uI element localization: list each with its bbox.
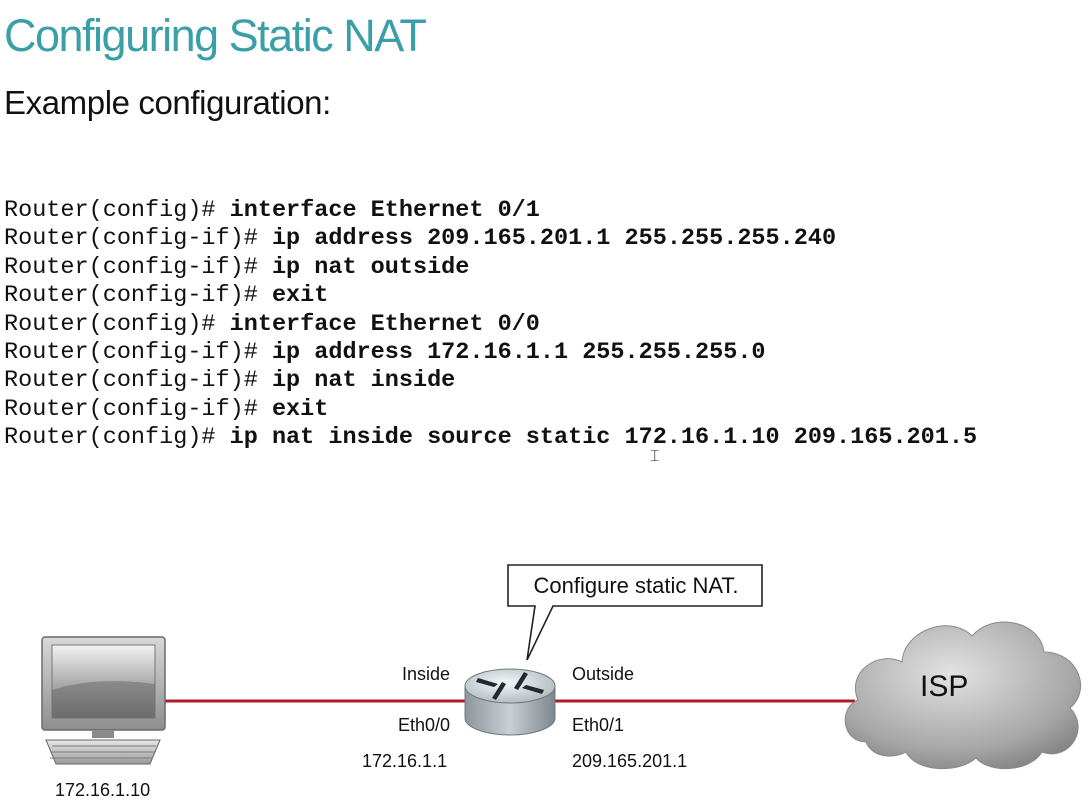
cli-command: ip address 209.165.201.1 255.255.255.240 <box>271 225 837 253</box>
cli-command: ip nat inside source static 172.16.1.10 … <box>229 424 978 452</box>
desktop-computer-icon <box>41 636 166 765</box>
isp-label: ISP <box>920 670 969 703</box>
inside-interface-label: Eth0/0 <box>398 715 451 735</box>
slide-title: Configuring Static NAT <box>4 10 427 61</box>
cli-prompt: Router(config)# <box>4 424 230 452</box>
cli-line: Router(config-if)# exit <box>4 282 977 310</box>
cli-prompt: Router(config-if)# <box>4 338 272 366</box>
cli-line: Router(config)# interface Ethernet 0/1 <box>4 197 977 225</box>
cli-prompt: Router(config)# <box>4 197 230 224</box>
inside-label: Inside <box>402 664 451 684</box>
inside-ip-label: 172.16.1.1 <box>362 751 448 771</box>
cli-prompt: Router(config-if)# <box>4 225 272 253</box>
pc-ip-label: 172.16.1.10 <box>55 780 151 800</box>
cli-command: exit <box>271 395 329 423</box>
callout-box <box>507 564 763 661</box>
cli-command: ip nat outside <box>271 253 470 281</box>
outside-label: Outside <box>572 664 635 684</box>
cli-line: Router(config)# interface Ethernet 0/0 <box>4 311 977 339</box>
network-diagram <box>41 564 1081 770</box>
cli-prompt: Router(config)# <box>4 310 230 338</box>
slide-subtitle: Example configuration: <box>4 84 331 121</box>
cli-prompt: Router(config-if)# <box>4 282 272 310</box>
cli-config-block: Router(config)# interface Ethernet 0/1 R… <box>4 197 977 453</box>
callout-text: Configure static NAT. <box>533 573 739 598</box>
cli-command: ip address 172.16.1.1 255.255.255.0 <box>271 338 766 366</box>
cli-line: Router(config-if)# exit <box>4 396 977 424</box>
cli-command: exit <box>271 282 329 310</box>
cli-prompt: Router(config-if)# <box>4 367 272 395</box>
cli-prompt: Router(config-if)# <box>4 395 272 423</box>
cli-prompt: Router(config-if)# <box>4 253 272 281</box>
router-icon <box>464 668 556 736</box>
outside-ip-label: 209.165.201.1 <box>572 751 688 771</box>
cli-command: interface Ethernet 0/1 <box>229 197 540 224</box>
cli-line: Router(config-if)# ip address 209.165.20… <box>4 225 977 253</box>
cli-command: interface Ethernet 0/0 <box>229 310 540 338</box>
cloud-icon <box>844 621 1081 770</box>
cli-line: Router(config)# ip nat inside source sta… <box>4 424 977 452</box>
cli-line: Router(config-if)# ip nat inside <box>4 367 977 395</box>
cli-line: Router(config-if)# ip nat outside <box>4 254 977 282</box>
cli-line: Router(config-if)# ip address 172.16.1.1… <box>4 339 977 367</box>
text-cursor-icon: ⌶ <box>650 446 660 465</box>
cli-command: ip nat inside <box>271 367 456 395</box>
outside-interface-label: Eth0/1 <box>572 715 625 735</box>
